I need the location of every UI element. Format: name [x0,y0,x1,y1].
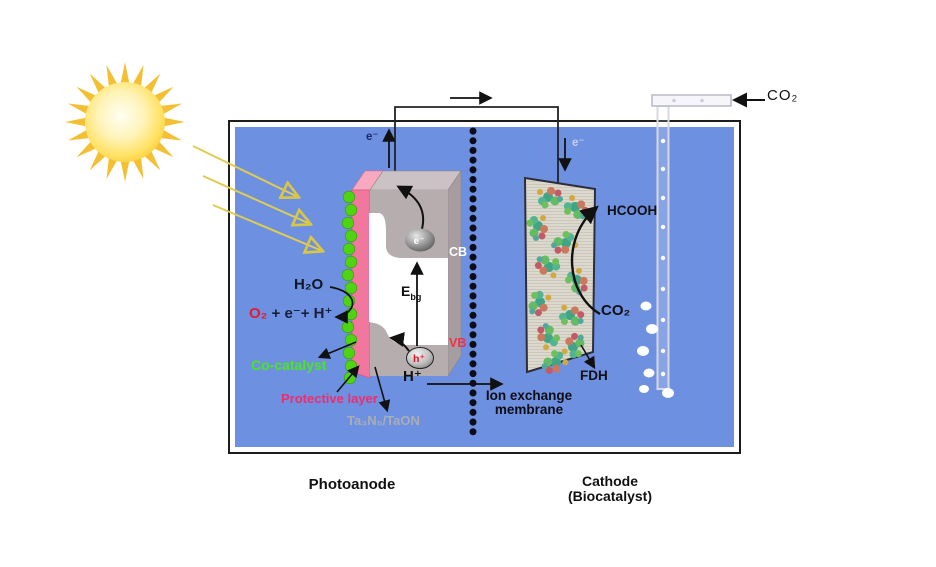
water-oxidation-arrow [329,286,354,324]
bubbler-inlet-tube [651,94,732,107]
water-label: H₂O [294,276,324,293]
oxygen-evolution-label: O₂ + e⁻+ H⁺ [249,306,332,322]
cathode-electron-label: e⁻ [572,137,585,149]
cathode-co2-label: CO₂ [601,302,631,319]
anode-electron-label: e⁻ [366,131,379,143]
co2-inlet-label: CO₂ [767,87,799,104]
cocatalyst-label: Co-catalyst [251,357,327,373]
cocatalyst-pointer-arrow [317,341,357,359]
co2-bubbler-tube [637,92,765,398]
co2-bubbles [637,138,674,398]
formic-acid-label: HCOOH [607,203,658,218]
valence-band-label: VB [449,336,467,350]
reaction-rest-label: + e⁻+ H⁺ [267,305,333,322]
membrane-label-line1: Ion exchange [485,388,573,403]
semiconductor-label: Ta₃N₅/TaON [347,413,420,428]
band-gap-region [369,213,448,345]
oxygen-label: O₂ [249,305,268,322]
electrolyte-solution [235,127,734,447]
bandgap-label: Ebg [401,284,421,302]
bandgap-symbol: E [401,283,411,299]
semiconductor-top-face [369,170,462,191]
protective-layer-label: Protective layer [281,391,378,406]
hole-transfer-arrow [389,332,410,352]
membrane-label: Ion exchange membrane [479,388,579,418]
cathode-caption-line2: (Biocatalyst) [567,487,653,504]
photoanode-caption: Photoanode [308,476,396,493]
bandgap-subscript: bg [410,291,422,302]
fdh-enzyme-label: FDH [580,368,608,383]
cathode-caption: Cathode (Biocatalyst) [540,474,680,503]
sun-icon [65,62,185,182]
annotation-arrows [317,341,391,413]
hole-sphere [406,347,434,369]
cathode-electrode [522,176,601,379]
photoanode-electrode: e⁻ h⁺ [341,170,462,385]
sunlight-rays [192,145,320,250]
reactor-cell [228,120,741,454]
proton-label: H⁺ [403,368,422,385]
cathode-caption-line1: Cathode [582,473,638,489]
protective-layer-pointer-arrow [336,365,360,393]
external-circuit-wire [382,91,572,184]
hole-symbol: h⁺ [413,353,425,365]
co-catalyst-particles [341,190,358,385]
bubbler-vertical-tube [656,105,670,390]
co2-to-hcooh-arrow [570,205,601,316]
electron-sphere [405,228,435,252]
semiconductor-pointer-arrow [374,366,391,413]
electron-symbol: e⁻ [414,236,425,247]
fdh-pointer-arrow [580,344,596,370]
membrane-label-line2: membrane [494,402,564,418]
conduction-band-label: CB [449,245,468,259]
electron-transfer-arrow [396,185,425,230]
